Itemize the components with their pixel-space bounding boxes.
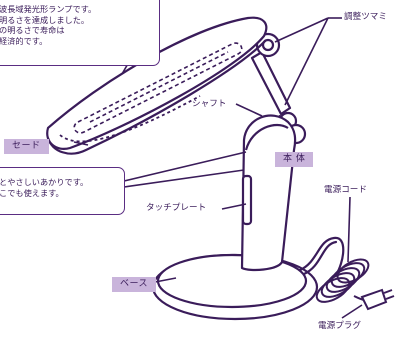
power-plug-icon — [360, 288, 395, 311]
label-knob: 調整ツマミ — [344, 12, 387, 22]
callout-mid: とやさしいあかりです。 こでも使えます。 — [0, 167, 125, 215]
label-shaft: シャフト — [192, 99, 227, 109]
lamp-body — [240, 114, 297, 272]
callout-top-line: 経済的です。 — [0, 35, 48, 46]
cord-coil — [315, 258, 373, 303]
callout-mid-line: こでも使えます。 — [0, 187, 64, 198]
callout-top-line: 明るさを達成しました。 — [0, 14, 90, 25]
label-power-plug: 電源プラグ — [318, 321, 361, 331]
lamp-base — [151, 253, 319, 321]
callout-top-line: の明るさで寿命は — [0, 25, 65, 36]
power-cord — [298, 236, 345, 277]
callout-top-line: 波長域発光形ランプです。 — [0, 4, 97, 14]
callout-mid-line: とやさしいあかりです。 — [0, 177, 89, 187]
callout-top: 波長域発光形ランプです。 明るさを達成しました。 の明るさで寿命は 経済的です。 — [0, 0, 160, 66]
label-power-cord: 電源コード — [324, 185, 367, 195]
lamp-tube — [73, 42, 243, 134]
tag-base: ベース — [112, 277, 157, 292]
tag-shade: セード — [4, 139, 49, 154]
label-touch-plate: タッチプレート — [146, 203, 207, 213]
tag-body: 本 体 — [275, 152, 314, 167]
